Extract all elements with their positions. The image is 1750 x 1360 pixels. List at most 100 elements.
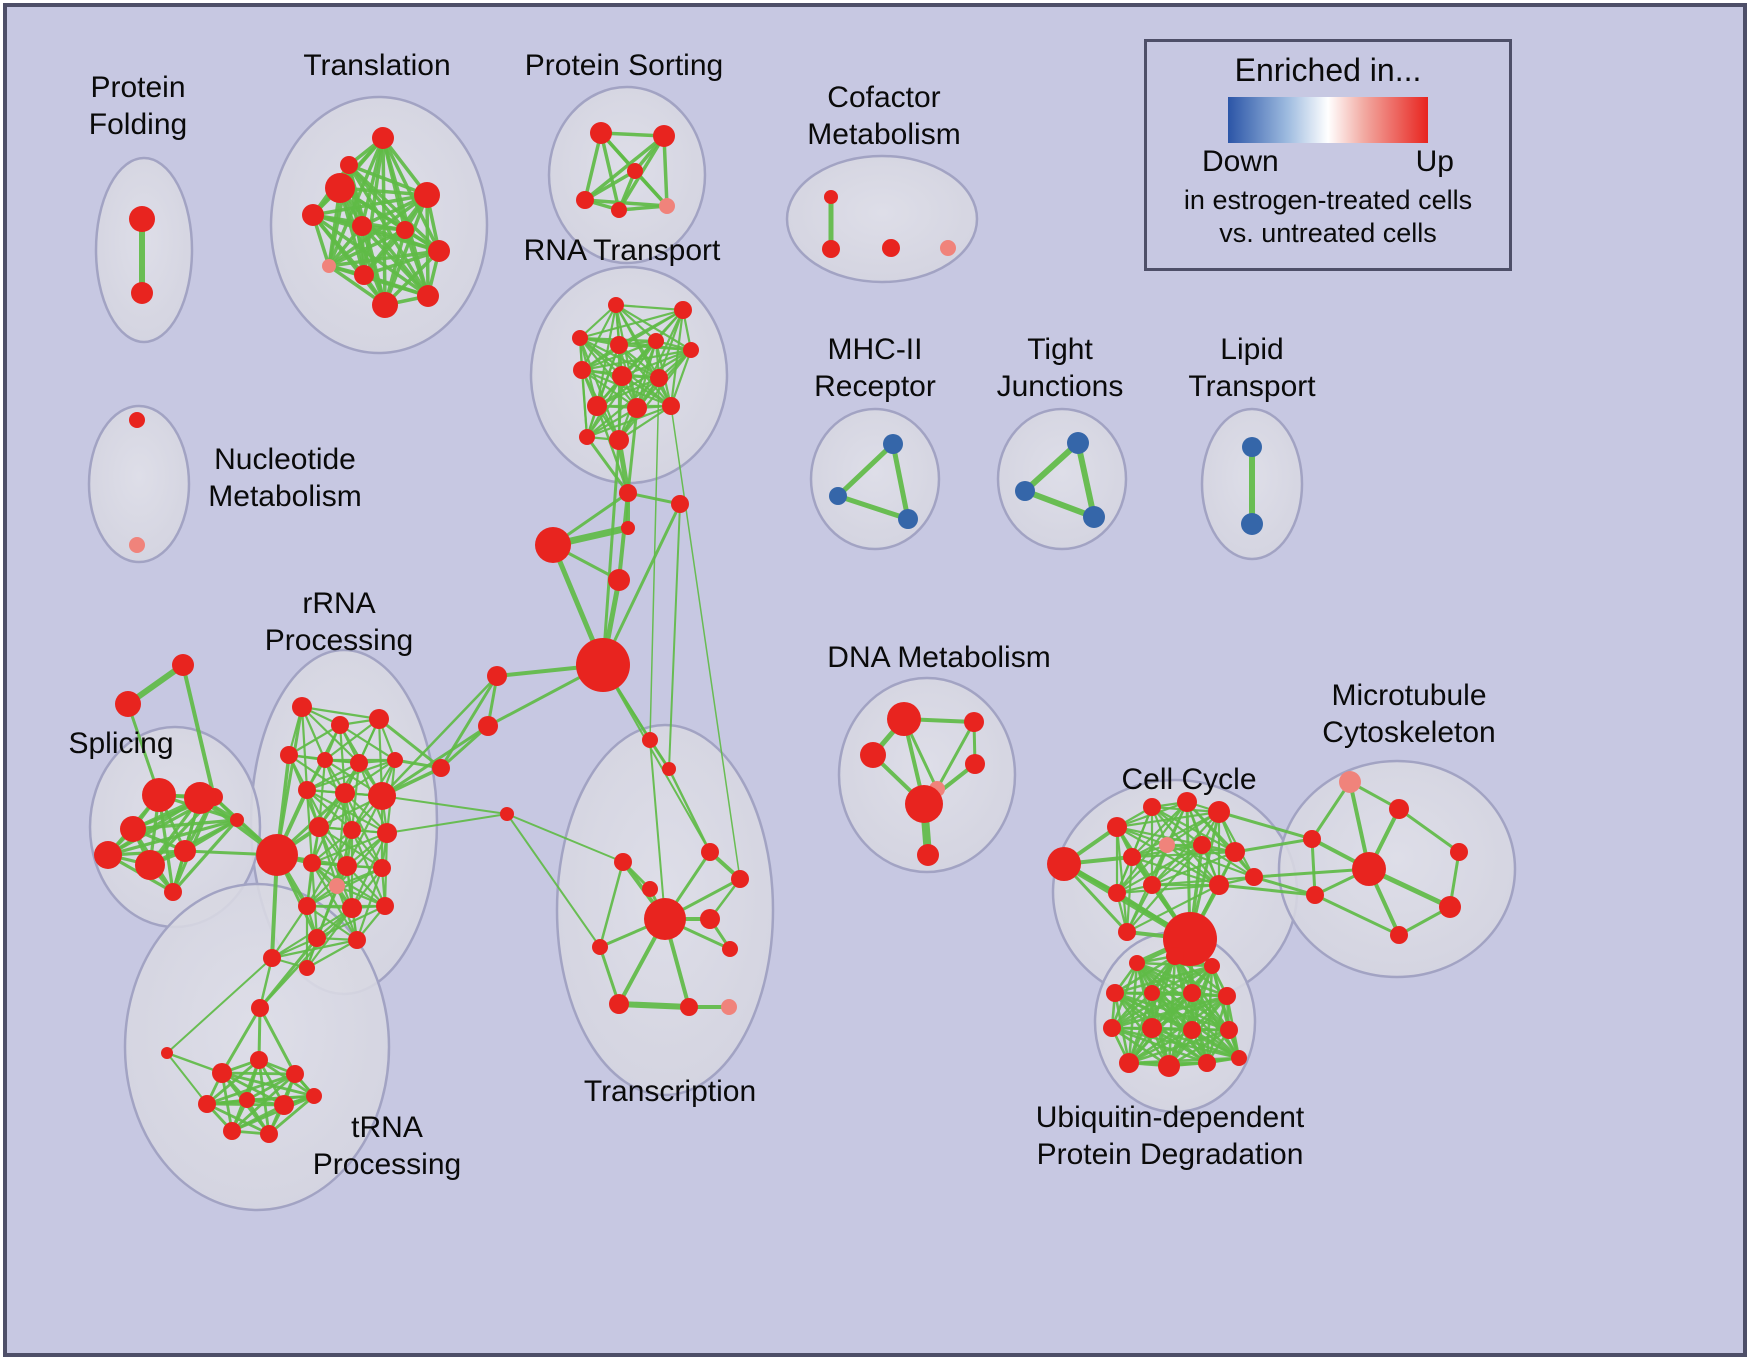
network-node-cf1 bbox=[824, 190, 838, 204]
legend: Enriched in... Down Up in estrogen-treat… bbox=[1144, 39, 1512, 271]
network-node-d6 bbox=[905, 785, 943, 823]
network-node-u7 bbox=[223, 1122, 241, 1140]
network-node-u10 bbox=[161, 1047, 173, 1059]
network-edge bbox=[835, 493, 911, 522]
network-node-q20 bbox=[342, 898, 362, 918]
network-edge bbox=[1130, 810, 1221, 859]
network-node-s10 bbox=[164, 883, 182, 901]
network-edge bbox=[347, 163, 429, 197]
nodes-layer bbox=[94, 122, 1468, 1143]
network-edge bbox=[598, 860, 625, 949]
network-edge bbox=[1075, 440, 1097, 520]
network-edge bbox=[1233, 837, 1314, 854]
network-node-d3 bbox=[860, 742, 886, 768]
network-edge bbox=[1150, 843, 1204, 887]
network-edge bbox=[439, 724, 490, 770]
network-edge bbox=[347, 163, 387, 307]
cluster-ellipse-trna-processing bbox=[123, 882, 391, 1212]
network-node-cf4 bbox=[940, 240, 956, 256]
network-node-c1 bbox=[1047, 847, 1081, 881]
cluster-label-transcription: Transcription bbox=[584, 1075, 756, 1108]
network-node-x10 bbox=[609, 994, 629, 1014]
network-node-ps1 bbox=[590, 122, 612, 144]
network-edge bbox=[668, 503, 681, 770]
cluster-ellipse-microtubule-cytoskeleton bbox=[1277, 759, 1517, 979]
network-node-c7 bbox=[1159, 837, 1175, 853]
network-edge bbox=[360, 224, 441, 253]
network-edge bbox=[598, 945, 621, 1006]
network-node-b1 bbox=[432, 759, 450, 777]
legend-down-label: Down bbox=[1202, 145, 1279, 178]
network-node-q24 bbox=[263, 949, 281, 967]
network-edge bbox=[205, 1072, 297, 1106]
network-edge bbox=[386, 813, 508, 834]
network-node-v7 bbox=[1218, 987, 1236, 1005]
network-node-u3 bbox=[286, 1065, 304, 1083]
network-edge bbox=[601, 438, 621, 667]
network-node-x7 bbox=[644, 898, 686, 940]
network-node-v5 bbox=[1144, 985, 1160, 1001]
network-edge bbox=[1113, 954, 1177, 995]
network-edge bbox=[595, 404, 630, 495]
network-edge bbox=[1217, 883, 1317, 897]
network-node-mc8 bbox=[1450, 843, 1468, 861]
network-node-s2 bbox=[115, 691, 141, 717]
network-edge bbox=[649, 739, 666, 920]
legend-caption-line2: vs. untreated cells bbox=[1219, 218, 1437, 248]
network-node-c12 bbox=[1209, 875, 1229, 895]
network-node-r3 bbox=[572, 330, 588, 346]
network-edge bbox=[305, 788, 354, 832]
network-edge bbox=[166, 957, 273, 1054]
network-node-t9 bbox=[354, 265, 374, 285]
network-node-s5 bbox=[184, 782, 216, 814]
network-node-c5 bbox=[1208, 801, 1230, 823]
network-node-c13 bbox=[1245, 868, 1263, 886]
cluster-label-dna-metabolism: DNA Metabolism bbox=[827, 641, 1050, 674]
network-edge bbox=[317, 825, 354, 910]
network-edge bbox=[267, 1094, 316, 1136]
network-node-c6 bbox=[1123, 848, 1141, 866]
network-node-x4 bbox=[731, 870, 749, 888]
network-node-b2 bbox=[500, 807, 514, 821]
legend-title: Enriched in... bbox=[1234, 52, 1422, 88]
network-node-r14 bbox=[579, 429, 595, 445]
network-edge bbox=[311, 193, 429, 217]
network-edge bbox=[300, 705, 361, 765]
network-edge bbox=[347, 163, 430, 298]
network-edge bbox=[1185, 800, 1256, 879]
network-edge bbox=[1127, 1028, 1194, 1065]
cluster-label-protein-sorting: Protein Sorting bbox=[525, 49, 723, 82]
network-edge bbox=[258, 906, 354, 1010]
network-node-u5 bbox=[239, 1092, 255, 1108]
network-edge bbox=[1150, 964, 1214, 995]
network-edge bbox=[601, 502, 682, 667]
network-node-s7 bbox=[94, 841, 122, 869]
network-node-q21 bbox=[376, 897, 394, 915]
network-node-h7 bbox=[487, 666, 507, 686]
network-node-t7 bbox=[428, 240, 450, 262]
network-node-t5 bbox=[352, 216, 372, 236]
network-node-v4 bbox=[1106, 984, 1124, 1002]
network-node-q1 bbox=[292, 697, 312, 717]
network-edge bbox=[362, 273, 430, 298]
network-node-v8 bbox=[1103, 1019, 1121, 1037]
network-node-d5 bbox=[965, 754, 985, 774]
network-node-h8 bbox=[478, 716, 498, 736]
network-node-h2 bbox=[671, 495, 689, 513]
network-node-d1 bbox=[887, 702, 921, 736]
network-node-c11 bbox=[1143, 876, 1161, 894]
network-node-v15 bbox=[1231, 1050, 1247, 1066]
network-edge bbox=[230, 1094, 316, 1133]
network-edge bbox=[377, 717, 443, 770]
network-edge bbox=[305, 938, 359, 970]
network-edge bbox=[1165, 843, 1221, 887]
network-node-v2 bbox=[1166, 947, 1184, 965]
network-node-m3 bbox=[898, 509, 918, 529]
network-node-mc4 bbox=[1352, 852, 1386, 886]
